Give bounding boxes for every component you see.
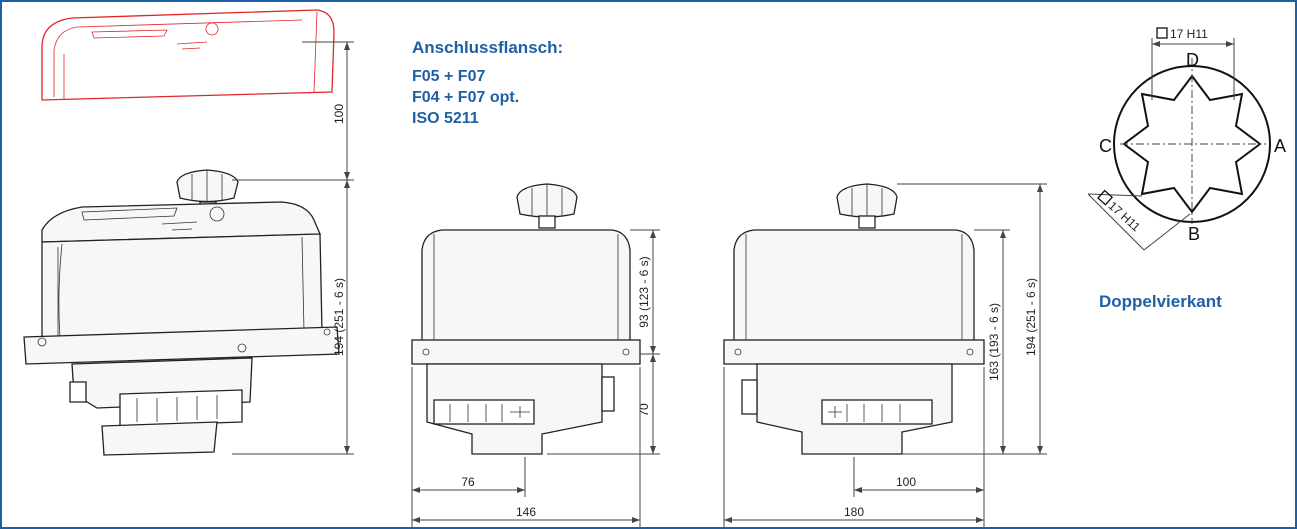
front-base (411, 339, 641, 365)
square-symbol-side (1097, 189, 1114, 206)
housing-top (41, 201, 321, 243)
dim-front-half-width: 76 (461, 475, 475, 489)
dim-side-width: 180 (844, 505, 864, 519)
letter-a: A (1274, 136, 1286, 156)
dim-front-upper: 93 (123 - 6 s) (637, 256, 651, 327)
dim-square-side: 17 H11 (1106, 199, 1144, 235)
flange-line-1: F05 + F07 (412, 68, 486, 85)
letter-c: C (1099, 136, 1112, 156)
dim-cover-height: 100 (332, 104, 346, 124)
housing-body (41, 233, 323, 341)
flange-title: Anschlussflansch: (412, 38, 564, 57)
dim-side-height: 194 (251 - 6 s) (1024, 278, 1038, 356)
double-square-diagram: D C A B 17 H11 17 H11 (1087, 27, 1286, 251)
dim-side-half-width: 100 (896, 475, 916, 489)
dim-side-mid: 163 (193 - 6 s) (987, 303, 1001, 381)
side-dimensions: 163 (193 - 6 s) 194 (251 - 6 s) 100 180 (723, 183, 1047, 527)
square-symbol-top (1156, 27, 1168, 39)
letter-d: D (1186, 50, 1199, 70)
side-view (723, 183, 985, 455)
base-plate (23, 326, 340, 365)
red-cover (41, 9, 335, 101)
front-view (411, 183, 641, 455)
letter-b: B (1188, 224, 1200, 244)
perspective-view (23, 9, 340, 456)
dim-square-top: 17 H11 (1170, 27, 1208, 41)
flange-line-2: F04 + F07 opt. (412, 89, 520, 106)
front-housing (421, 229, 631, 343)
flange-line-3: ISO 5211 (412, 110, 479, 127)
side-base (723, 339, 985, 365)
left-dimensions: 100 194 (251 - 6 s) (232, 41, 354, 455)
side-housing (733, 229, 975, 343)
dim-front-lower: 70 (637, 403, 651, 417)
dim-total-height-left: 194 (251 - 6 s) (332, 278, 346, 356)
front-dimensions: 93 (123 - 6 s) 70 76 146 (411, 229, 660, 527)
dim-front-width: 146 (516, 505, 536, 519)
double-square-label: Doppelvierkant (1099, 292, 1222, 311)
